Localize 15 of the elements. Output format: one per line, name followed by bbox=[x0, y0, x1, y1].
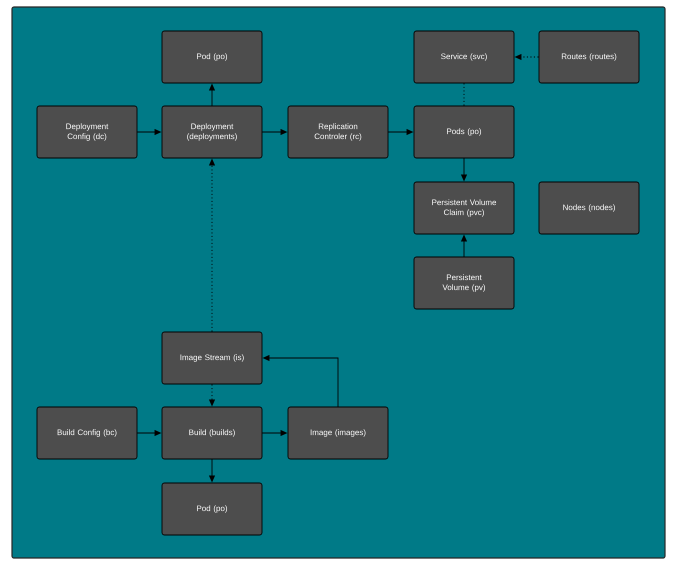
process-box: Deployment (deployments) bbox=[162, 106, 262, 158]
process-box: Nodes (nodes) bbox=[538, 182, 640, 234]
process-box: Deployment Config (dc) bbox=[36, 106, 138, 158]
process-box: Build Config (bc) bbox=[36, 406, 138, 460]
process-box: Pod (po) bbox=[162, 30, 262, 84]
process-box: Persistent Volume (pv) bbox=[414, 256, 514, 310]
process-box: Image Stream (is) bbox=[162, 332, 262, 384]
process-box: Persistent Volume Claim (pvc) bbox=[414, 182, 514, 234]
process-box: Build (builds) bbox=[162, 406, 262, 460]
process-box: Image (images) bbox=[288, 406, 388, 460]
process-box: Pods (po) bbox=[414, 106, 514, 158]
process-box: Pod (po) bbox=[162, 482, 262, 536]
process-box: Service (svc) bbox=[414, 30, 514, 84]
process-box: Routes (routes) bbox=[538, 30, 640, 84]
process-box: Replication Controler (rc) bbox=[288, 106, 388, 158]
